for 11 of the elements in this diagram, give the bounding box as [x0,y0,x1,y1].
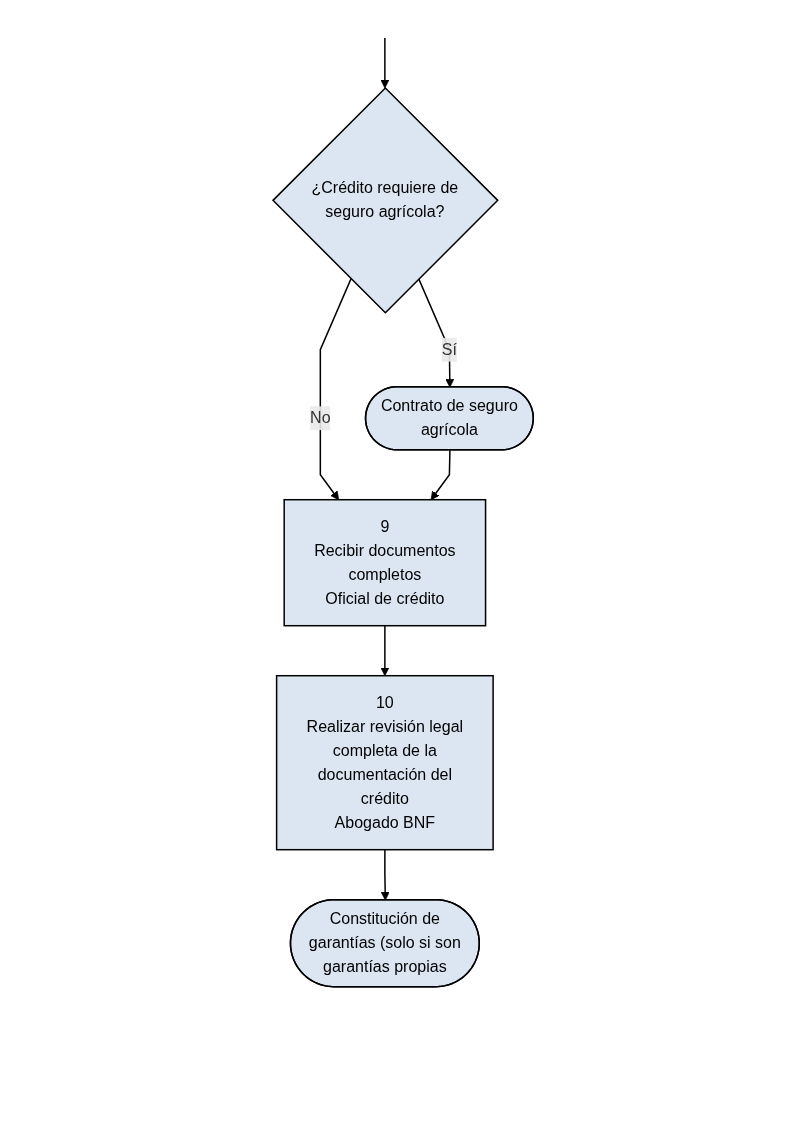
node-box: 10 Realizar revisión legal completa de la documentación del crédito Abogado BNF [276,674,495,851]
arrow [319,278,353,501]
edge-label: Sí [442,340,458,358]
arrow [418,278,455,388]
arrow [431,449,452,501]
edge-label: No [310,409,331,427]
arrow [381,848,390,901]
arrow [380,624,390,677]
arrow [380,37,390,89]
node-box: 9 Recibir documentos completos Oficial de crédito [283,498,487,627]
node-diamond: ¿Crédito requiere de seguro agrícola? [272,86,500,314]
